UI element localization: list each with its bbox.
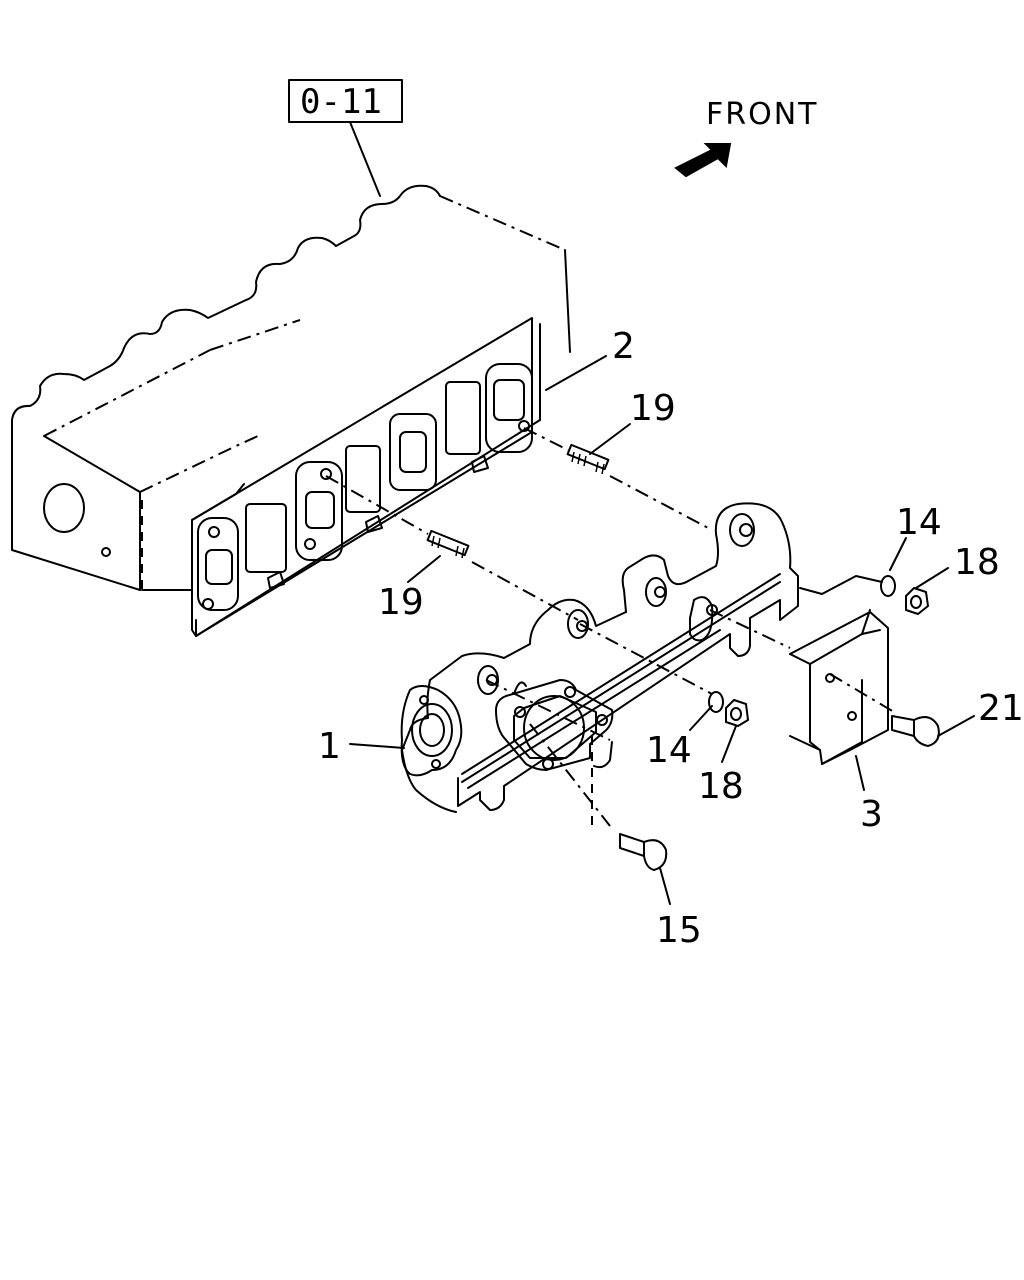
callout-14-lower: 14 — [646, 730, 692, 771]
callout-18-lower: 18 — [698, 766, 744, 807]
bolt-15 — [619, 833, 668, 871]
nut-upper — [905, 587, 929, 615]
exhaust-gasket — [191, 317, 541, 637]
stud-upper — [566, 443, 610, 475]
reference-box: 0-11 — [288, 79, 403, 197]
callout-2: 2 — [612, 326, 635, 367]
callout-19-upper: 19 — [630, 388, 676, 429]
front-label: FRONT — [706, 97, 818, 132]
callout-3: 3 — [860, 794, 883, 835]
front-arrow-icon — [674, 143, 732, 178]
washer-upper — [880, 575, 896, 597]
callout-15: 15 — [656, 910, 702, 951]
callout-18-upper: 18 — [954, 542, 1000, 583]
cylinder-head — [11, 184, 571, 591]
washer-lower — [708, 691, 724, 713]
exhaust-manifold — [400, 502, 799, 813]
bolt-21 — [891, 715, 940, 747]
callout-21: 21 — [978, 688, 1024, 729]
heat-shield-bracket — [789, 575, 889, 765]
front-direction-indicator: FRONT — [674, 97, 818, 178]
callout-19-lower: 19 — [378, 582, 424, 623]
stud-lower — [426, 529, 470, 559]
callout-14-upper: 14 — [896, 502, 942, 543]
callout-1: 1 — [318, 726, 341, 767]
nut-lower — [725, 699, 749, 727]
reference-box-label: 0-11 — [300, 82, 382, 122]
